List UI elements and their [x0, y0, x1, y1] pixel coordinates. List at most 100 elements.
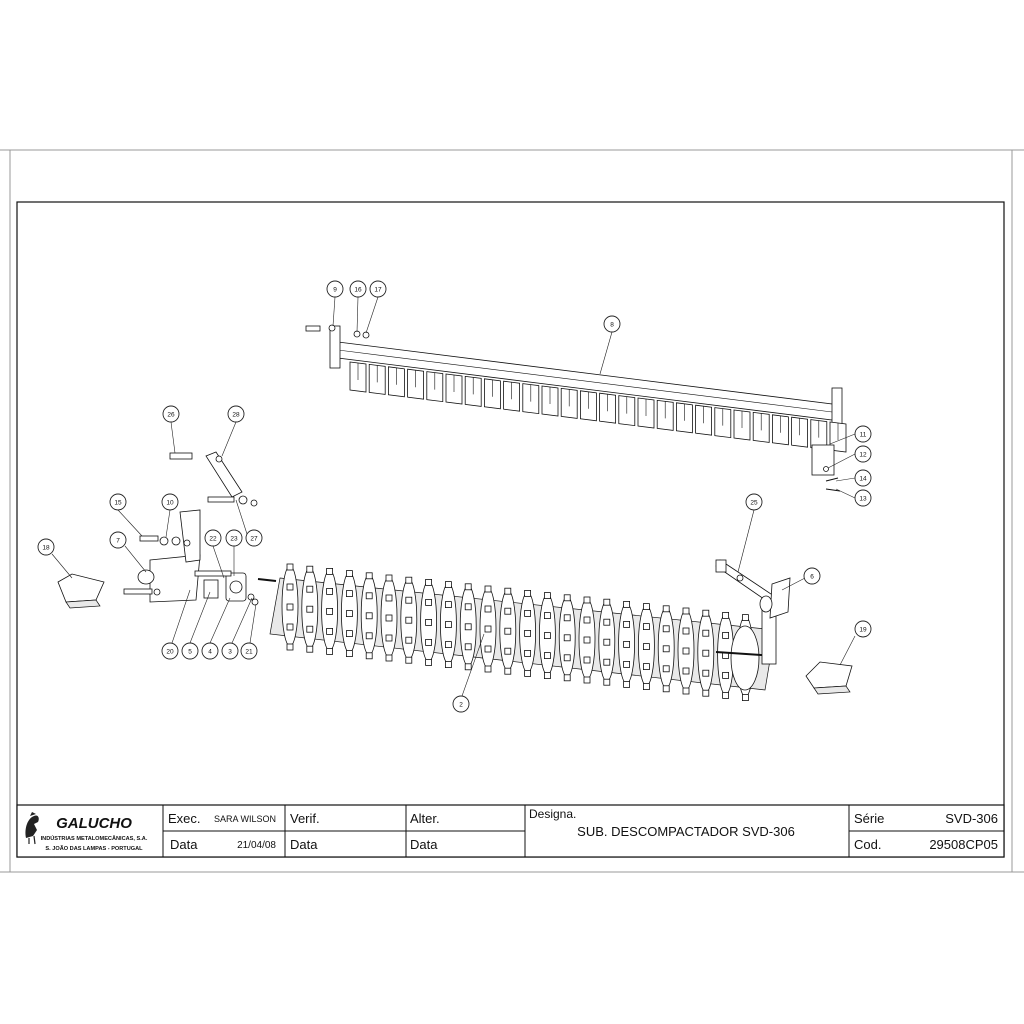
callout-2-text: 2 — [459, 702, 463, 709]
callout-22-text: 22 — [209, 536, 217, 543]
disc-tine — [583, 616, 591, 624]
disc-tine — [742, 614, 749, 621]
disc-tine — [385, 574, 393, 582]
disc-tine — [544, 672, 551, 679]
exec-label: Exec. — [168, 811, 201, 826]
disc-tine — [286, 623, 294, 631]
disc-tine — [345, 610, 353, 617]
callout-23: 23 — [225, 529, 243, 547]
callout-28: 28 — [227, 405, 245, 423]
right-side-hardware — [715, 559, 791, 619]
callout-9-text: 9 — [333, 287, 337, 294]
disc-tine — [544, 652, 551, 659]
disc-tine — [405, 636, 413, 644]
disc-tine — [405, 656, 413, 664]
disc-tine — [662, 625, 670, 633]
disc-tine — [702, 669, 710, 677]
callout-22: 22 — [204, 529, 222, 547]
disc-tine — [425, 639, 433, 646]
disc-tine — [444, 621, 452, 628]
disc-tine — [306, 645, 314, 653]
callout-16: 16 — [349, 280, 367, 298]
disc-tine — [603, 638, 611, 646]
callout-26-text: 26 — [167, 412, 175, 419]
disc-tine — [722, 672, 729, 679]
disc-tine — [365, 612, 373, 620]
disc-tine — [464, 623, 472, 631]
disc-tine — [425, 599, 433, 606]
disc-tine — [385, 594, 393, 602]
disc-tine — [365, 592, 373, 600]
company-line1: INDÚSTRIAS METALOMECÂNICAS, S.A. — [41, 835, 148, 842]
callout-9: 9 — [326, 280, 344, 298]
disc-tine — [524, 650, 531, 657]
alter-date-label: Data — [410, 837, 438, 852]
drum-discs — [281, 563, 754, 701]
disc-tine — [702, 649, 710, 657]
disc-tine — [385, 614, 393, 622]
disc-tine — [682, 667, 690, 675]
disc-tine — [345, 590, 353, 597]
disc-tine — [643, 623, 650, 630]
disc-tine — [484, 645, 492, 653]
disc-tine — [544, 592, 551, 599]
disc-tine — [682, 607, 690, 615]
disc-tine — [286, 603, 294, 611]
disc-tine — [524, 630, 531, 637]
disc-tine — [603, 598, 611, 606]
disc-tine — [425, 579, 433, 586]
disc-tine — [583, 596, 591, 604]
callout-5: 5 — [181, 642, 199, 660]
disc-tine — [504, 647, 512, 655]
disc-tine — [365, 632, 373, 640]
callout-4: 4 — [201, 642, 219, 660]
disc-tine — [623, 681, 630, 688]
verif-date-label: Data — [290, 837, 318, 852]
callout-20-text: 20 — [166, 649, 174, 656]
callout-23-text: 23 — [230, 536, 238, 543]
disc-tine — [365, 572, 373, 580]
disc-tine — [583, 636, 591, 644]
disc-tine — [623, 621, 630, 628]
callout-7-text: 7 — [116, 538, 120, 545]
exec-date-label: Data — [170, 837, 198, 852]
disc-tine — [742, 694, 749, 701]
disc-tine — [326, 608, 334, 615]
callout-15: 15 — [109, 493, 127, 511]
callout-25-text: 25 — [750, 500, 758, 507]
callout-10-text: 10 — [166, 500, 174, 507]
disc-tine — [544, 632, 551, 639]
serie-label: Série — [854, 811, 884, 826]
callout-12: 12 — [854, 445, 872, 463]
disc-tine — [563, 674, 571, 682]
disc-tine — [662, 645, 670, 653]
disc-tine — [702, 689, 710, 697]
callout-19: 19 — [854, 620, 872, 638]
disc-tine — [583, 676, 591, 684]
disc-tine — [603, 658, 611, 666]
callout-6: 6 — [803, 567, 821, 585]
disc-tine — [444, 581, 452, 588]
disc-tine — [345, 630, 353, 637]
callout-13: 13 — [854, 489, 872, 507]
callout-28-text: 28 — [232, 412, 240, 419]
callout-8: 8 — [603, 315, 621, 333]
disc-tine — [464, 583, 472, 591]
callout-14: 14 — [854, 469, 872, 487]
disc-tine — [484, 605, 492, 613]
callout-10: 10 — [161, 493, 179, 511]
disc-tine — [643, 603, 650, 610]
disc-tine — [306, 625, 314, 633]
disc-tine — [662, 685, 670, 693]
designa-label: Designa. — [529, 807, 576, 821]
callout-17-text: 17 — [374, 287, 382, 294]
callout-3-text: 3 — [228, 649, 232, 656]
disc-tine — [643, 663, 650, 670]
disc-tine — [464, 643, 472, 651]
callout-26: 26 — [162, 405, 180, 423]
disc-tine — [702, 629, 710, 637]
callout-7: 7 — [109, 531, 127, 549]
callout-18: 18 — [37, 538, 55, 556]
disc-tine — [425, 659, 433, 666]
